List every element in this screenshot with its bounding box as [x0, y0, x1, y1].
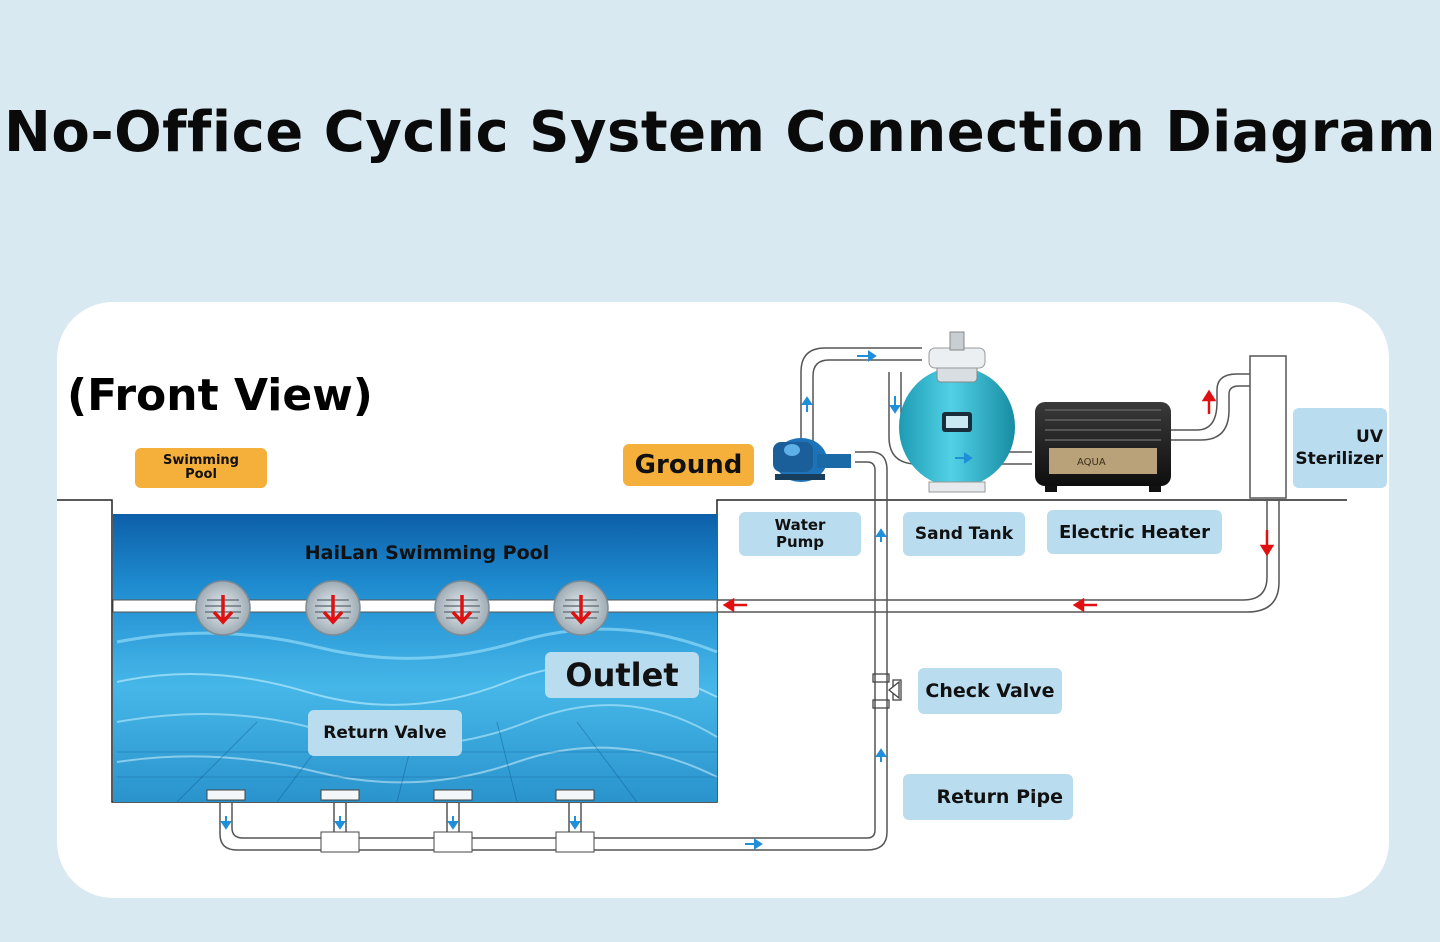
check-valve-icon	[872, 673, 902, 709]
heater-icon: AQUA	[1035, 402, 1171, 492]
sand-filter-tank-icon	[899, 331, 1015, 493]
arrow-icon	[451, 595, 473, 625]
return-valve-fittings	[206, 789, 595, 801]
uv-sterilizer-label: UV Sterilizer	[1293, 408, 1387, 488]
return-pipe-label: Return Pipe	[903, 774, 1073, 820]
pool-name: HaiLan Swimming Pool	[304, 542, 550, 564]
heater-to-uv-pipe	[1169, 373, 1251, 441]
page-title: No-Office Cyclic System Connection Diagr…	[3, 100, 1437, 165]
system-diagram: AQUA	[57, 331, 1347, 853]
arrow-icon	[570, 595, 592, 625]
outlet-drain	[553, 580, 609, 636]
outlet-label: Outlet	[545, 652, 699, 698]
sand-tank-label: Sand Tank	[903, 512, 1025, 556]
swimming-pool-label: Swimming Pool	[135, 448, 267, 488]
water-pump-label: Water Pump	[739, 512, 861, 556]
return-valve-label: Return Valve	[308, 710, 462, 756]
arrow-icon	[322, 595, 344, 625]
uv-lamp-icon	[1249, 355, 1287, 499]
view-label: (Front View)	[67, 370, 373, 421]
pump-icon	[773, 438, 851, 482]
outlet-drain	[195, 580, 251, 636]
diagram-card: AQUA	[57, 302, 1389, 898]
check-valve-label: Check Valve	[918, 668, 1062, 714]
pump-to-tank-pipe	[800, 347, 922, 442]
arrow-icon	[722, 389, 1275, 613]
outlet-drain	[305, 580, 361, 636]
outlet-drain	[434, 580, 490, 636]
arrow-icon	[220, 350, 973, 850]
heater-brand: AQUA	[1077, 457, 1106, 468]
pipe-joints	[320, 831, 595, 853]
outlet-return-pipe	[717, 500, 1280, 613]
ground-label: Ground	[623, 444, 754, 486]
electric-heater-label: Electric Heater	[1047, 510, 1222, 554]
arrow-icon	[212, 595, 234, 625]
